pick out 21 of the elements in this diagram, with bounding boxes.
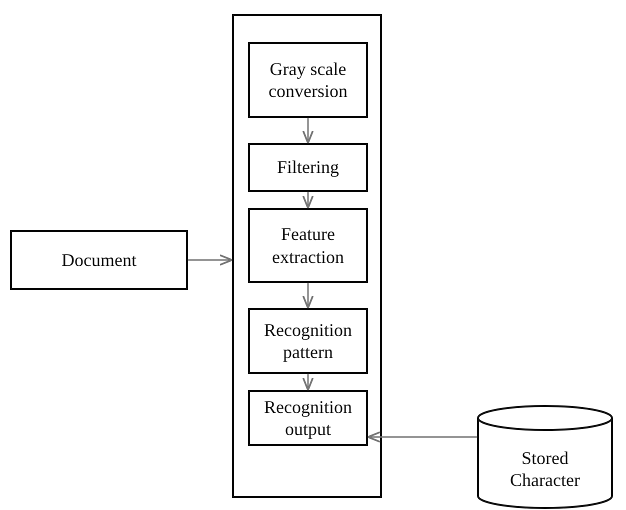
arrow	[188, 254, 233, 266]
node-label: Filtering	[276, 156, 340, 179]
arrow	[302, 192, 314, 209]
node-label: Document	[60, 248, 138, 272]
arrow	[367, 431, 477, 443]
process-box	[248, 390, 368, 446]
database-cylinder	[477, 405, 613, 509]
process-box	[10, 230, 188, 290]
node-label: Recognition output	[263, 396, 353, 440]
process-box	[248, 208, 368, 283]
arrow	[302, 118, 314, 144]
node-label: Feature extraction	[271, 223, 345, 268]
arrow	[302, 283, 314, 309]
node-label: Stored Character	[509, 446, 581, 492]
arrow	[302, 374, 314, 391]
process-box	[248, 143, 368, 192]
node-label: Gray scale conversion	[268, 58, 348, 102]
container-box	[232, 14, 382, 498]
process-box	[248, 308, 368, 374]
process-box	[248, 42, 368, 118]
node-label: Recognition pattern	[263, 318, 353, 364]
